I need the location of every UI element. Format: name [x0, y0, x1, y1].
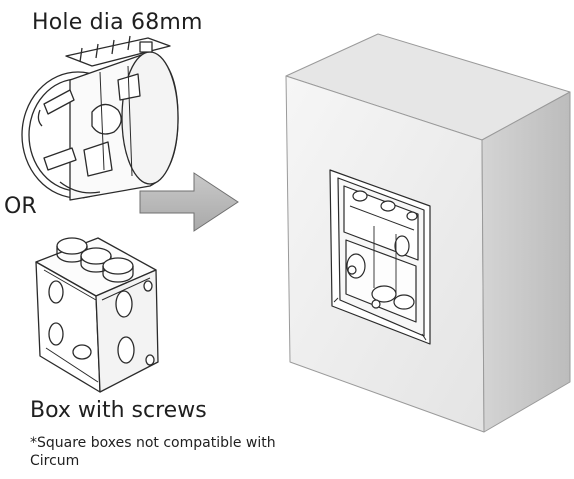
compatibility-note: *Square boxes not compatible with Circum [30, 434, 350, 470]
arrow-right-icon [139, 172, 239, 232]
or-label: OR [4, 194, 37, 219]
compatibility-note-line-2: Circum [30, 453, 80, 469]
round-back-box-illustration [21, 35, 179, 201]
hole-diameter-label: Hole dia 68mm [32, 10, 203, 35]
cube-box-cutout [329, 169, 431, 345]
compatibility-note-line-1: *Square boxes not compatible with [30, 435, 276, 451]
box-with-screws-label: Box with screws [30, 398, 207, 423]
square-back-box-illustration [35, 237, 159, 393]
